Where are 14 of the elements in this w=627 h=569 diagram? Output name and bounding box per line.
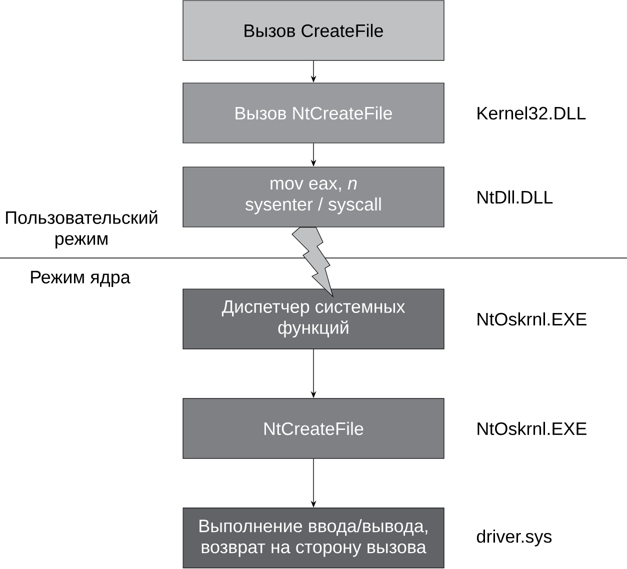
- module-label: NtOskrnl.EXE: [478, 312, 586, 326]
- process-box: mov eax, n sysenter / syscall: [182, 166, 444, 228]
- process-box: Вызов CreateFile: [182, 0, 444, 61]
- mode-label: Режим ядра: [31, 270, 130, 288]
- mode-label: Пользовательский режим: [6, 210, 158, 249]
- module-label: driver.sys: [476, 530, 552, 546]
- process-box: Диспетчер системных функций: [182, 288, 444, 350]
- process-box: Выполнение ввода/вывода, возврат на сторону вызова: [182, 508, 444, 568]
- module-label: NtOskrnl.EXE: [478, 422, 586, 436]
- process-box: Вызов NtCreateFile: [182, 82, 444, 144]
- module-label: NtDll.DLL: [478, 190, 553, 204]
- module-label: Kernel32.DLL: [478, 106, 586, 120]
- lightning-bolt-arrow: [292, 226, 334, 298]
- process-box: NtCreateFile: [182, 398, 444, 459]
